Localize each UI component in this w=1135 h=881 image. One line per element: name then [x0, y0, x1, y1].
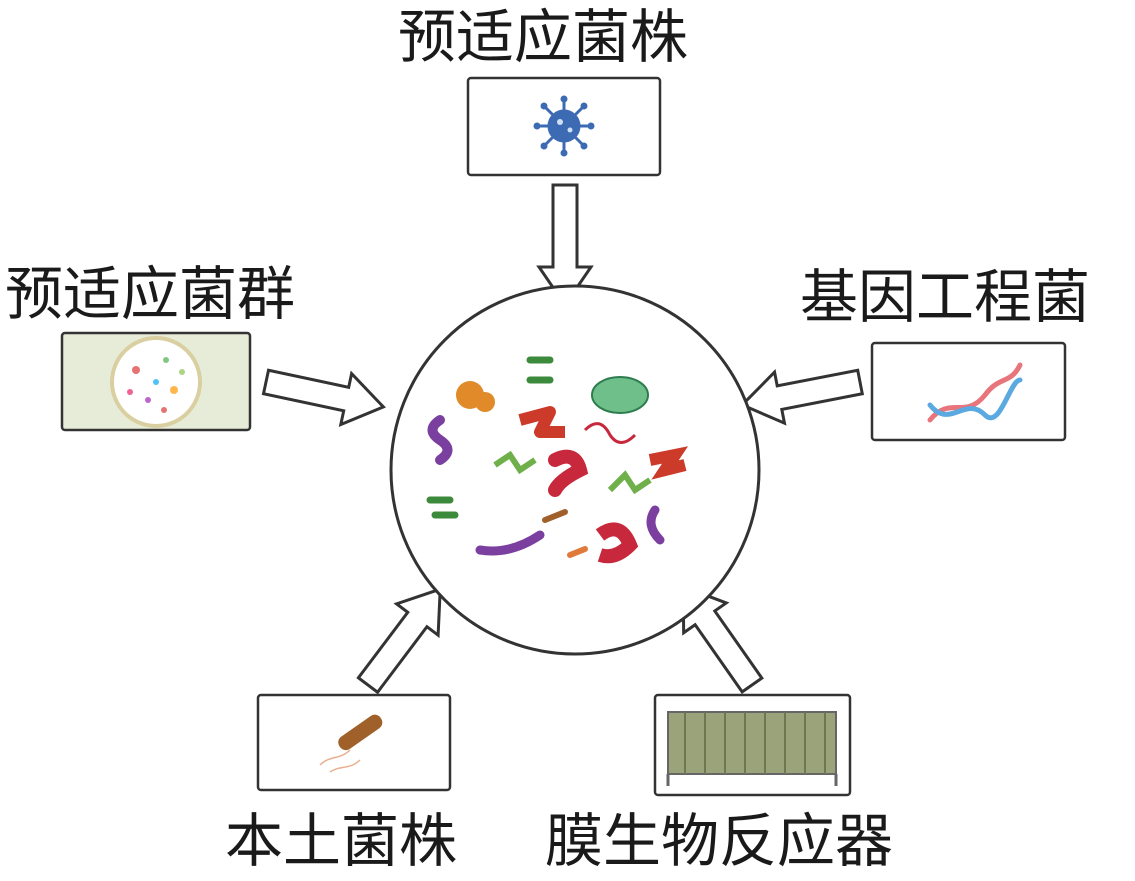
arrow-from-left: [259, 355, 391, 434]
label-pre-adapted-consortium: 预适应菌群: [5, 260, 296, 328]
petri-dish-icon: [110, 336, 202, 428]
label-membrane-bioreactor: 膜生物反应器: [545, 807, 894, 875]
label-engineered-bacteria: 基因工程菌: [800, 263, 1091, 331]
virus-icon: [533, 95, 595, 157]
dna-icon: [927, 362, 1023, 423]
membrane-bioreactor-icon: [666, 711, 838, 786]
bacterium-icon: [319, 714, 383, 773]
label-pre-adapted-strain: 预适应菌株: [398, 3, 689, 71]
label-native-strain: 本土菌株: [225, 807, 458, 875]
microbial-community-circle: [389, 284, 761, 656]
arrow-from-right: [735, 354, 867, 432]
box-engineered-bacteria: [870, 341, 1067, 442]
